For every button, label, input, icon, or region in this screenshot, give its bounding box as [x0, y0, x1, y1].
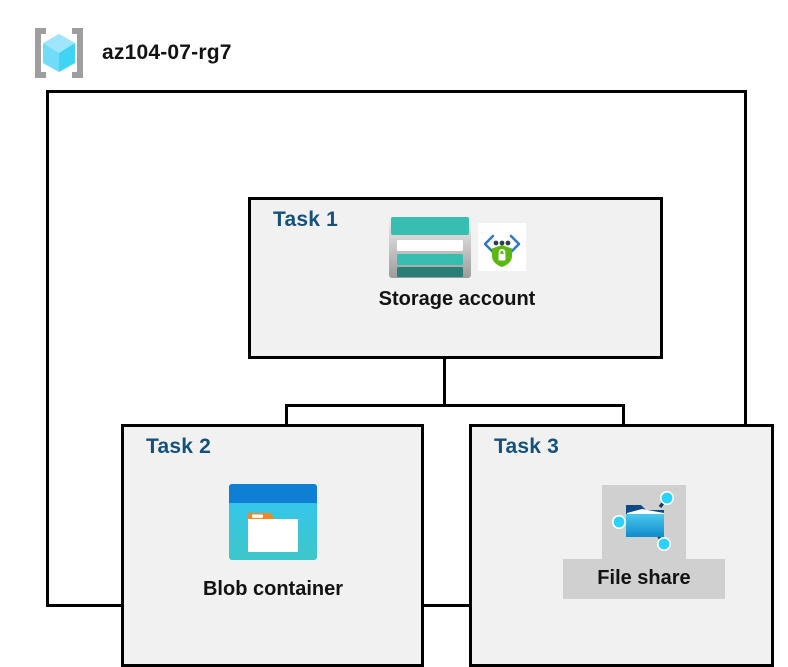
- secure-endpoint-shield-icon: [478, 223, 526, 271]
- connector-trunk: [443, 325, 446, 407]
- task-3-label: Task 3: [494, 435, 560, 458]
- node-blob-container[interactable]: Blob container: [148, 483, 398, 601]
- node-blob-container-icons: [228, 483, 318, 561]
- task-2-label: Task 2: [146, 435, 212, 458]
- node-storage-account-caption: Storage account: [378, 288, 536, 310]
- resource-group-icon: [30, 26, 88, 80]
- file-share-icon: [608, 489, 680, 555]
- node-file-share-icons: [602, 485, 686, 559]
- node-file-share-caption: File share: [563, 559, 725, 599]
- storage-account-icon: [388, 215, 472, 279]
- blob-container-icon: [228, 483, 318, 561]
- node-blob-container-caption: Blob container: [202, 578, 343, 600]
- resource-group-container: Task 1: [46, 90, 774, 667]
- node-storage-account[interactable]: Storage account: [332, 215, 582, 311]
- node-storage-account-icons: [388, 215, 526, 279]
- task-1-label: Task 1: [273, 208, 339, 231]
- node-file-share[interactable]: File share: [534, 485, 754, 599]
- connector-bus: [285, 404, 625, 407]
- resource-group-title: az104-07-rg7: [102, 41, 232, 64]
- resource-group-header: az104-07-rg7: [30, 26, 232, 80]
